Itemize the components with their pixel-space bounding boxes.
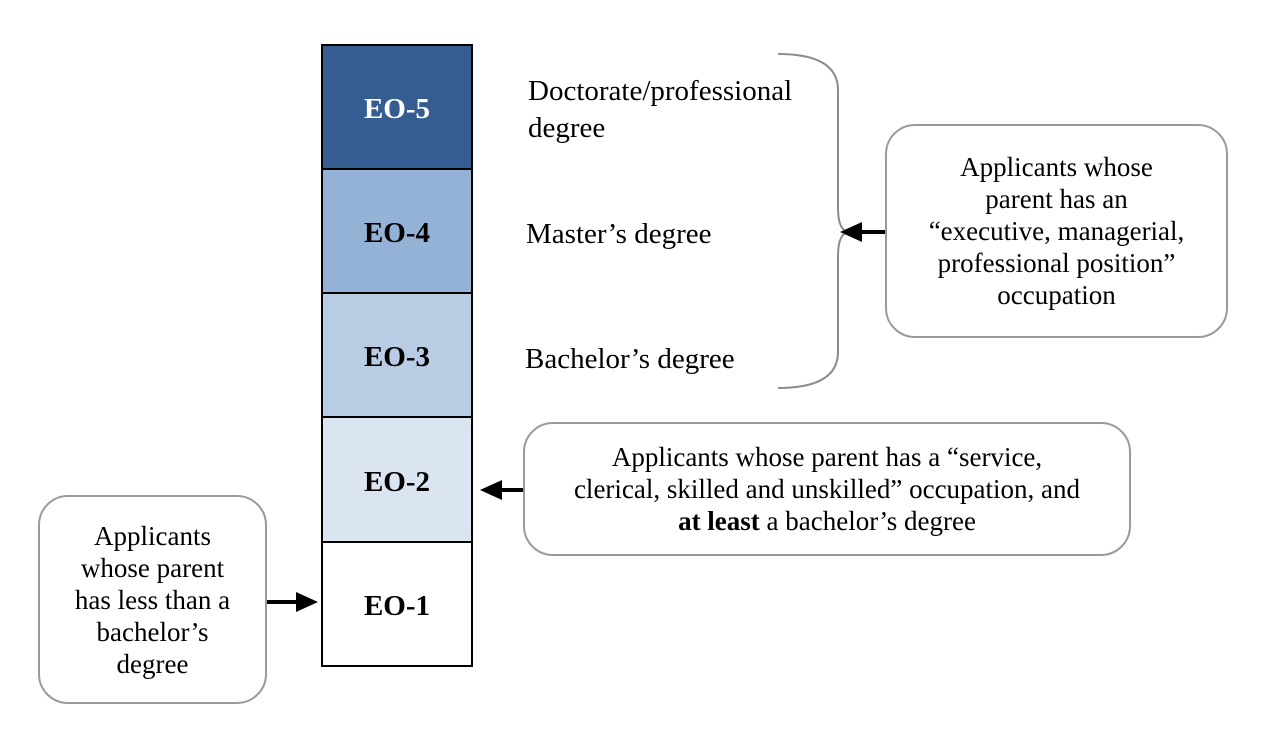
arrow-service-head [480,480,502,500]
level-eo4-box [321,168,473,294]
note-executive-line1: Applicants whose [960,152,1153,182]
arrow-less-head [296,592,318,612]
note-less-than-bachelor: Applicants whose parent has less than a … [38,495,267,704]
note-service-line2: clerical, skilled and unskilled” occupat… [573,474,1081,504]
level-eo3-label: EO-3 [364,341,430,373]
level-stack: EO-5 EO-4 EO-3 EO-2 EO-1 [321,44,473,667]
note-less-line3: has less than a [74,584,231,615]
note-service-line1: Applicants whose parent has a “service, [611,442,1043,472]
note-executive-line5: occupation [997,280,1116,310]
level-eo2-label: EO-2 [364,466,430,498]
note-executive: Applicants whose parent has an “executiv… [885,124,1228,338]
note-service: Applicants whose parent has a “service, … [523,422,1131,556]
arrow-executive-head [840,222,862,242]
arrows [266,222,886,612]
degree-eo3: Bachelor’s degree [525,343,735,375]
note-less-line5: degree [116,648,189,679]
degree-eo4: Master’s degree [526,218,711,250]
level-eo1-box [321,541,473,667]
note-executive-line3: “executive, managerial, [928,216,1185,246]
level-eo5-box [321,44,473,170]
degree-eo5-line1: Doctorate/professional [528,75,792,107]
note-service-line3-rest: a bachelor’s degree [759,506,976,536]
level-eo4-label: EO-4 [364,217,430,249]
note-executive-line2: parent has an [985,184,1128,214]
level-eo1-label: EO-1 [364,590,430,622]
degree-labels: Doctorate/professional degree Master’s d… [525,75,792,375]
note-executive-line4: professional position” [937,248,1176,278]
note-less-line4: bachelor’s [96,616,209,647]
level-eo2-box [321,416,473,543]
note-less-line1: Applicants [94,520,211,551]
note-service-line3: at least a bachelor’s degree [574,505,1080,537]
level-eo3-box [321,292,473,418]
degree-eo5-line2: degree [528,112,605,144]
note-less-line2: whose parent [80,552,225,583]
level-eo5-label: EO-5 [364,93,430,125]
note-service-emphasis: at least [678,506,760,536]
